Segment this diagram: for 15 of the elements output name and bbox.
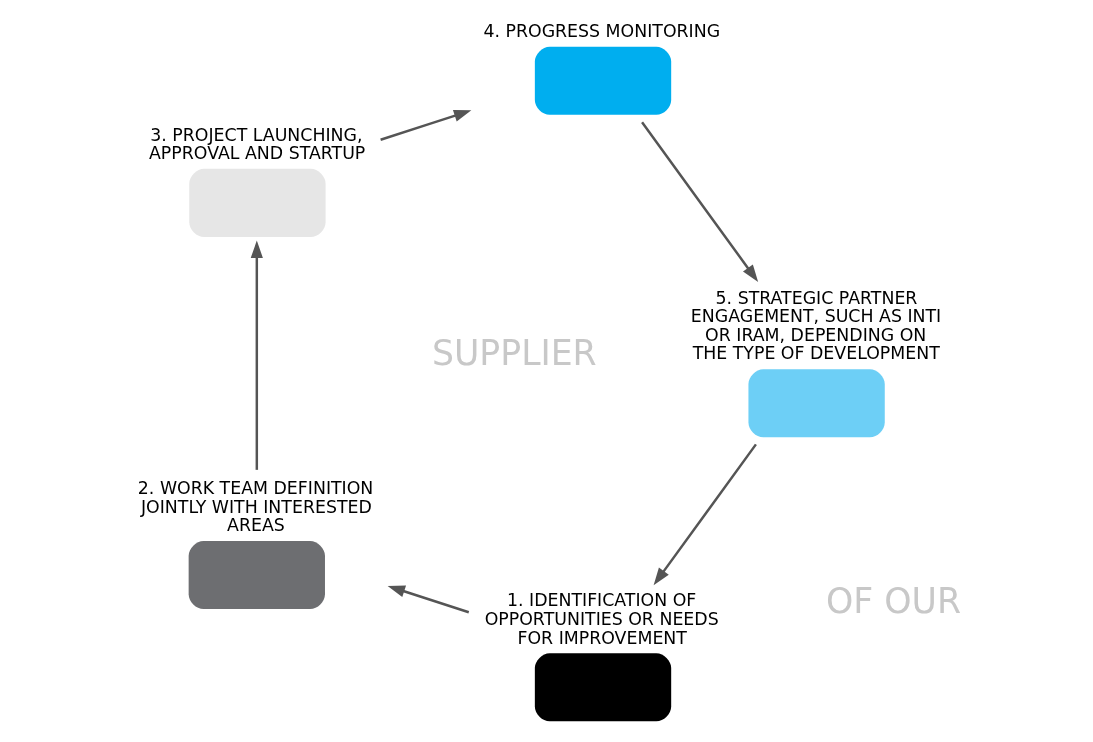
node-label: 3. PROJECT LAUNCHING, APPROVAL AND STARTUP	[148, 124, 365, 164]
node-label: 1. IDENTIFICATION OF OPPORTUNITIES OR NEEDS FOR IMPROVEMENT	[484, 590, 719, 648]
node-arrow	[188, 540, 325, 610]
node-label: 5. STRATEGIC PARTNER ENGAGEMENT, SUCH AS INTI OR IRAM, DEPENDING ON THE TYPE OF DEVELOPMENT	[690, 287, 941, 364]
node-arrow	[534, 46, 671, 115]
arrow	[653, 443, 757, 586]
arrow	[379, 109, 471, 141]
arrow	[640, 121, 758, 283]
node-arrow	[534, 653, 671, 722]
node-arrow	[188, 168, 326, 238]
node-label: 4. PROGRESS MONITORING	[482, 20, 720, 41]
arrow	[387, 585, 469, 614]
node-label: 2. WORK TEAM DEFINITION JOINTLY WITH INTERESTED AREAS	[137, 478, 373, 536]
node-arrow	[747, 369, 885, 438]
arrow	[250, 240, 263, 470]
